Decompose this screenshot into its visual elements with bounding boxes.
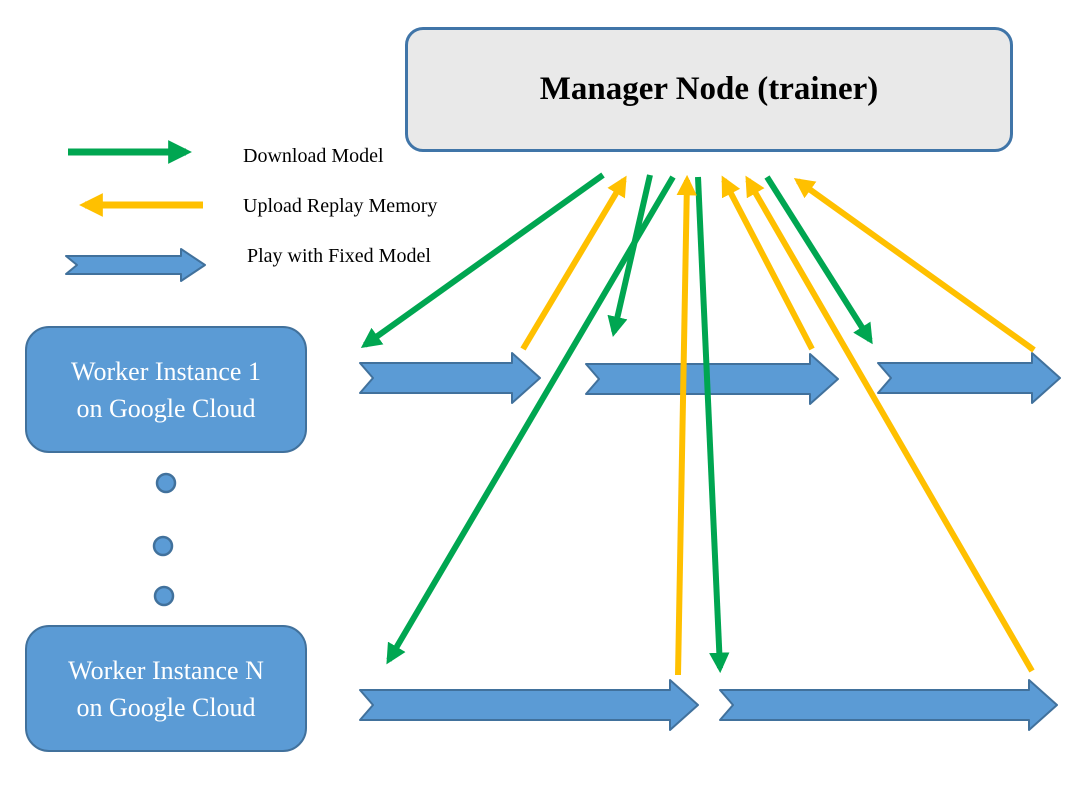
legend-label-play-with-fixed-model: Play with Fixed Model xyxy=(247,245,431,267)
download-arrow-workerN-seg1 xyxy=(386,175,676,665)
download-arrow-workerN-seg2 xyxy=(695,176,730,674)
legend-label-download-model: Download Model xyxy=(243,145,384,167)
upload-arrow-workerN-seg1 xyxy=(675,174,697,676)
worker-1-label-line1: Worker Instance 1 xyxy=(71,356,261,386)
play-arrow-workerN-seg2 xyxy=(719,679,1058,731)
play-arrow-worker1-seg3 xyxy=(877,352,1061,404)
worker-instance-n-box: Worker Instance N on Google Cloud xyxy=(25,625,307,752)
download-arrow-worker1-seg1 xyxy=(360,172,605,348)
worker-instance-1-box: Worker Instance 1 on Google Cloud xyxy=(25,326,307,453)
ellipsis-dot-2 xyxy=(152,535,174,557)
worker-1-label-line2: on Google Cloud xyxy=(76,393,256,423)
upload-arrow-worker1-seg2 xyxy=(721,175,815,351)
play-arrow-worker1-seg1 xyxy=(359,352,541,404)
worker-n-label-line2: on Google Cloud xyxy=(76,692,256,722)
download-arrow-worker1-seg2 xyxy=(607,174,653,337)
upload-arrow-worker1-seg3 xyxy=(793,178,1036,353)
upload-arrow-worker1-seg1 xyxy=(520,175,627,351)
play-arrow-workerN-seg1 xyxy=(359,679,699,731)
worker-n-label-line1: Worker Instance N xyxy=(68,655,264,685)
manager-node-box: Manager Node (trainer) xyxy=(405,27,1013,152)
ellipsis-dot-3 xyxy=(153,585,175,607)
legend-label-upload-replay-memory: Upload Replay Memory xyxy=(243,195,438,217)
play-with-fixed-model-arrow-icon xyxy=(65,248,206,282)
upload-arrow-workerN-seg2 xyxy=(745,175,1035,673)
download-arrow-worker1-seg3 xyxy=(764,175,873,345)
manager-node-label: Manager Node (trainer) xyxy=(539,71,879,107)
play-arrow-worker1-seg2 xyxy=(585,353,839,405)
ellipsis-dot-1 xyxy=(155,472,177,494)
